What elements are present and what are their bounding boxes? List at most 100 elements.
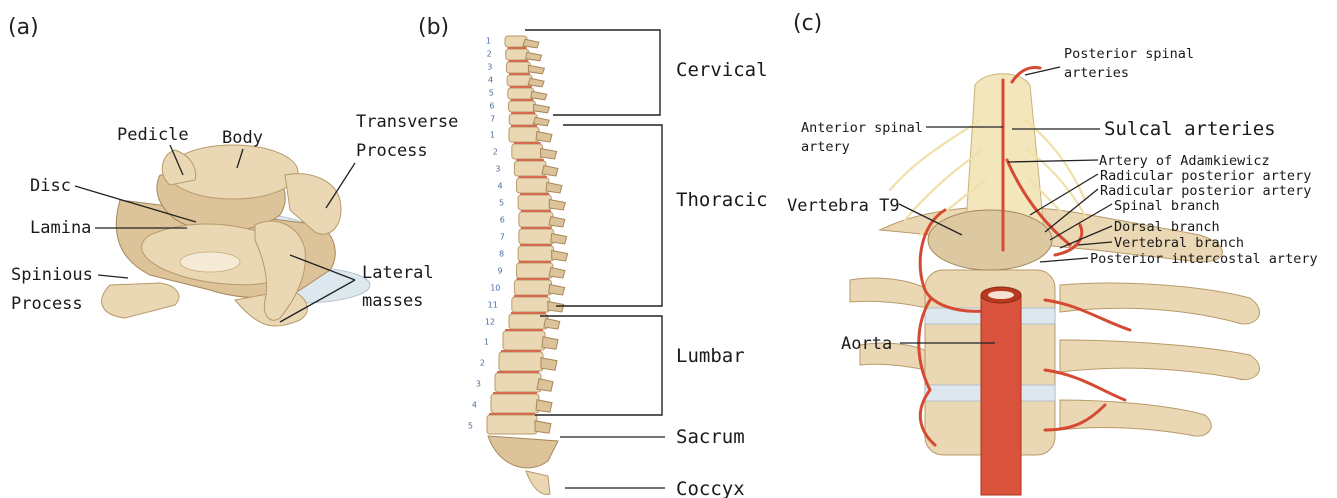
intervertebral-disc xyxy=(505,329,543,331)
spinous-process-shape xyxy=(534,104,550,113)
vertebra-shape xyxy=(503,331,545,350)
intervertebral-disc xyxy=(520,244,552,246)
intervertebral-disc xyxy=(521,227,552,229)
vertebra-shape xyxy=(514,280,551,295)
spinous-process-shape xyxy=(102,283,179,318)
intervertebral-disc xyxy=(493,392,537,394)
spinous-process-shape xyxy=(533,117,549,126)
vertebra-number: 1 xyxy=(486,37,491,46)
vertebra-number: 2 xyxy=(487,50,492,59)
spinous-process-shape xyxy=(531,91,547,100)
vertebra-number: 4 xyxy=(497,182,502,191)
vertebra-number: 5 xyxy=(468,421,473,430)
panel-b: (b) 123456712345678910111212345 Cervical… xyxy=(418,15,768,498)
vertebra-number: 6 xyxy=(489,102,494,111)
vertebra-number: 11 xyxy=(488,301,498,310)
dorsal-branch-label: Dorsal branch xyxy=(1114,219,1220,235)
vertebra-shape xyxy=(517,263,553,278)
posterior-spinal-label-line2: arteries xyxy=(1064,65,1129,81)
spinious-label-line1: Spinious xyxy=(11,265,93,285)
vertebra-shape xyxy=(512,297,550,312)
intervertebral-disc xyxy=(489,413,535,415)
vertebra-shape xyxy=(499,352,543,371)
intervertebral-disc xyxy=(510,86,532,88)
vertebral-foramen xyxy=(180,252,240,272)
spinous-process-shape xyxy=(546,183,562,194)
intervertebral-disc xyxy=(519,176,547,178)
spinous-process-shape xyxy=(523,39,539,48)
intervertebral-disc xyxy=(508,47,527,49)
vertebra-shape xyxy=(519,212,553,227)
vertebra-shape xyxy=(517,178,549,193)
cervical-vertebra-illustration xyxy=(102,145,370,326)
spinous-process-shape xyxy=(548,302,564,313)
spinous-process-shape xyxy=(541,358,557,371)
vertebra-number: 1 xyxy=(484,337,489,346)
panel-a-letter: (a) xyxy=(8,15,39,40)
spinous-process-shape xyxy=(549,268,565,279)
vertebra-number: 10 xyxy=(490,284,500,293)
vertebra-number: 7 xyxy=(490,115,495,124)
vertebra-shape xyxy=(509,127,539,142)
region-label-coccyx: Coccyx xyxy=(676,478,745,498)
panel-c-letter: (c) xyxy=(793,11,822,36)
vertebra-t9-label: Vertebra T9 xyxy=(787,196,900,216)
vertebra-number: 3 xyxy=(487,63,492,72)
spinous-process-shape xyxy=(551,234,567,245)
vertebra-number: 5 xyxy=(489,89,494,98)
intervertebral-disc xyxy=(516,278,549,280)
posterior-spinal-label-line1: Posterior spinal xyxy=(1064,46,1194,62)
vertebra-number: 6 xyxy=(500,216,505,225)
vertebra-shape xyxy=(506,62,530,73)
vertebra-number: 5 xyxy=(499,199,504,208)
right-rib-2 xyxy=(1060,340,1259,380)
vertebra-shape xyxy=(518,246,554,261)
vertebra-shape xyxy=(491,394,539,413)
transverse-label-line2: Process xyxy=(356,141,428,161)
spinous-process-shape xyxy=(549,285,565,296)
vertebra-number: 2 xyxy=(480,358,485,367)
spinous-process-shape xyxy=(528,78,544,87)
intervertebral-disc xyxy=(511,125,537,127)
spinous-process-shape xyxy=(541,149,557,160)
vertebra-shape xyxy=(518,195,551,210)
anterior-spinal-label-line1: Anterior spinal xyxy=(801,120,923,136)
intervertebral-disc xyxy=(511,99,534,101)
aorta-lumen-inner xyxy=(988,291,1014,299)
spinous-process-shape xyxy=(542,166,558,177)
spinous-process-shape xyxy=(536,400,552,413)
disc-label: Disc xyxy=(30,176,71,196)
vertebra-shape xyxy=(508,88,534,99)
spinous-process-shape xyxy=(535,421,551,434)
intervertebral-disc xyxy=(509,73,530,75)
region-label-cervical: Cervical xyxy=(676,59,768,81)
spinous-process-shape xyxy=(526,52,542,61)
aorta-shape xyxy=(981,295,1021,495)
intervertebral-disc xyxy=(516,159,544,161)
radicular-label-1: Radicular posterior artery xyxy=(1100,168,1311,184)
body-label: Body xyxy=(222,128,263,148)
vertebra-shape xyxy=(506,49,529,60)
vertebra-shape xyxy=(512,144,543,159)
posterior-intercostal-leader xyxy=(1040,258,1088,262)
posterior-intercostal-label: Posterior intercostal artery xyxy=(1090,251,1318,267)
vertebra-number: 7 xyxy=(500,233,505,242)
transverse-label-line1: Transverse xyxy=(356,112,458,132)
vertebra-number: 3 xyxy=(495,165,500,174)
right-rib-3 xyxy=(1060,400,1211,436)
spinal-branch-label: Spinal branch xyxy=(1114,198,1220,214)
intervertebral-disc xyxy=(520,193,549,195)
spinous-process-shape xyxy=(537,379,553,392)
vertebra-number: 4 xyxy=(488,76,493,85)
vertebra-number: 2 xyxy=(493,148,498,157)
spinous-process-shape xyxy=(549,217,565,228)
aorta-label: Aorta xyxy=(841,334,892,354)
right-rib-1 xyxy=(1060,283,1259,324)
vertebra-shape xyxy=(509,101,536,112)
vertebra-number: 9 xyxy=(497,267,502,276)
vertebra-number: 1 xyxy=(490,131,495,140)
vertebra-number: 3 xyxy=(476,379,481,388)
intervertebral-disc xyxy=(514,295,548,297)
intervertebral-disc xyxy=(519,261,551,263)
